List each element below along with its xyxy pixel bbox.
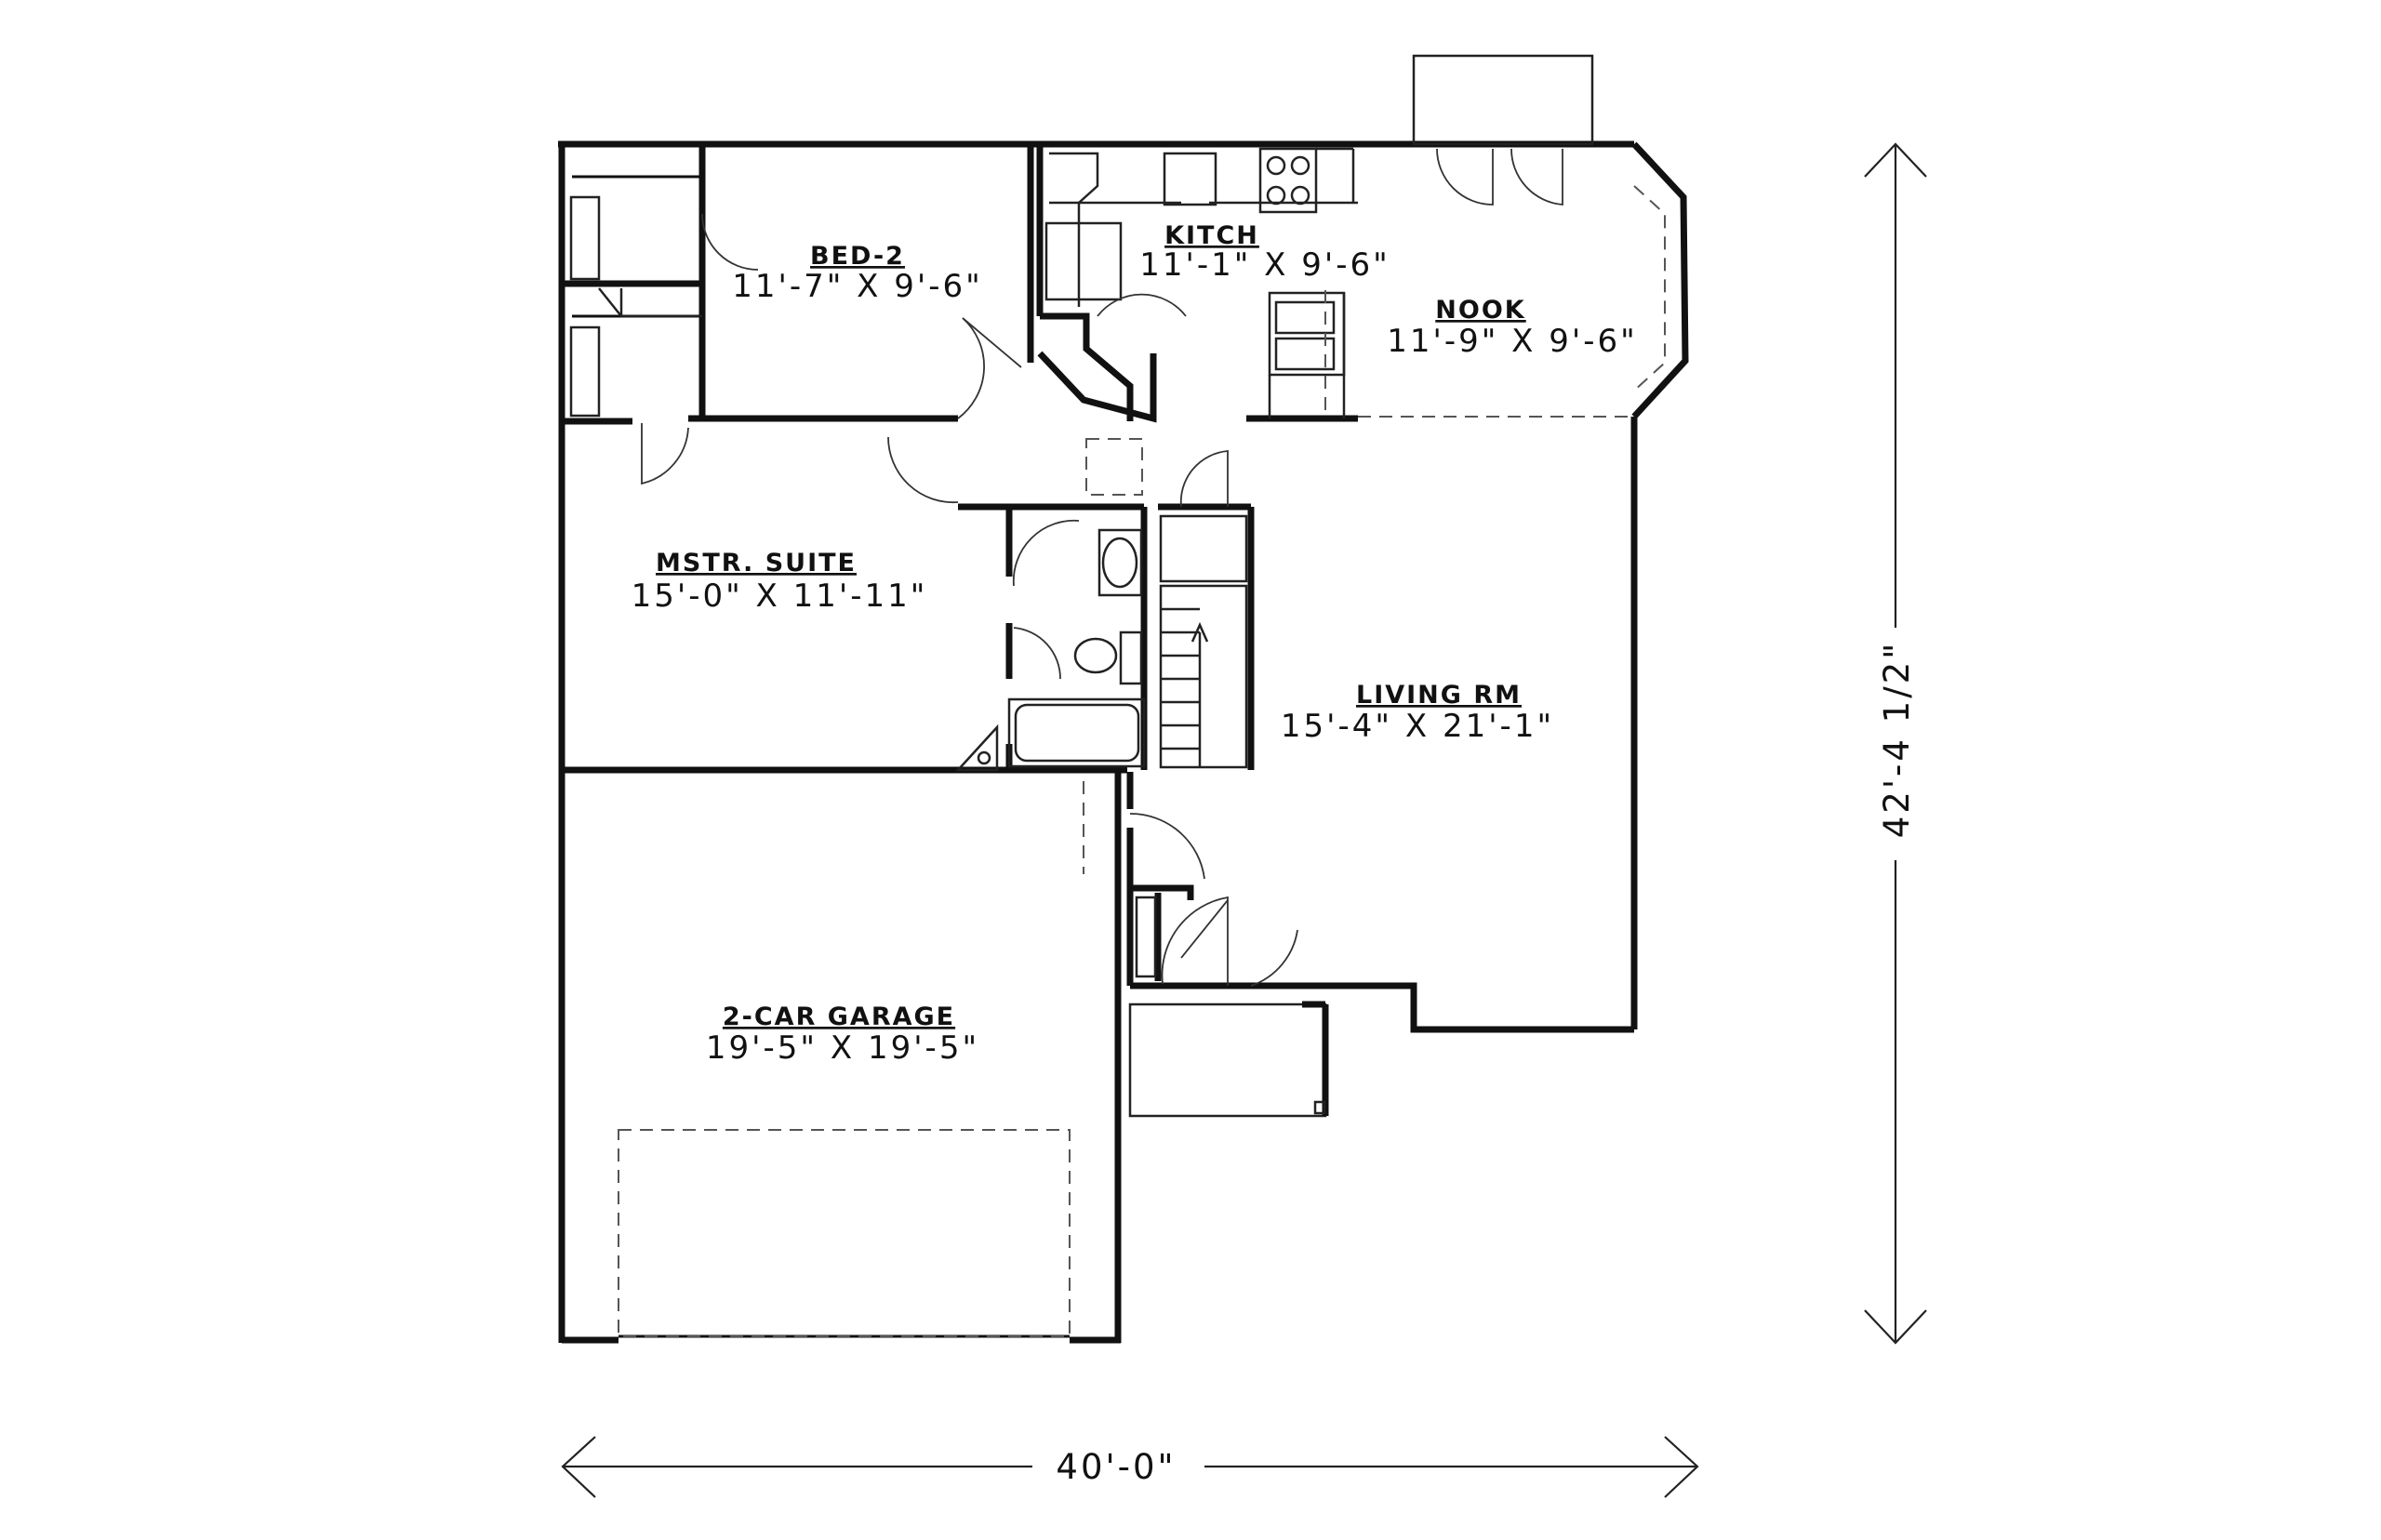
room-name-bed2: BED-2 — [810, 242, 905, 271]
room-name-living: LIVING RM — [1356, 681, 1522, 710]
room-size-garage: 19'-5" X 19'-5" — [706, 1029, 979, 1067]
room-size-living: 15'-4" X 21'-1" — [1281, 708, 1554, 745]
door-swings — [641, 148, 1563, 987]
width-dimension-label: 40'-0" — [1056, 1447, 1176, 1487]
depth-dimension-label: 42'-4 1/2" — [1877, 641, 1917, 838]
room-size-master: 15'-0" X 11'-11" — [632, 578, 928, 615]
room-labels: BED-2 11'-7" X 9'-6" KITCH 11'-1" X 9'-6… — [632, 221, 1638, 1067]
bathroom-fixtures — [955, 528, 1146, 772]
room-size-kitchen: 11'-1" X 9'-6" — [1139, 246, 1390, 284]
room-name-master: MSTR. SUITE — [656, 549, 857, 578]
stairs — [1159, 584, 1248, 769]
room-size-bed2: 11'-7" X 9'-6" — [732, 268, 983, 305]
room-name-kitchen: KITCH — [1164, 221, 1259, 250]
width-dimension: 40'-0" — [561, 1436, 1699, 1498]
room-name-garage: 2-CAR GARAGE — [723, 1002, 955, 1031]
depth-dimension: 42'-4 1/2" — [1864, 142, 1927, 1345]
room-name-nook: NOOK — [1435, 296, 1525, 325]
fixtures — [569, 54, 1666, 1337]
room-size-nook: 11'-9" X 9'-6" — [1387, 323, 1638, 360]
